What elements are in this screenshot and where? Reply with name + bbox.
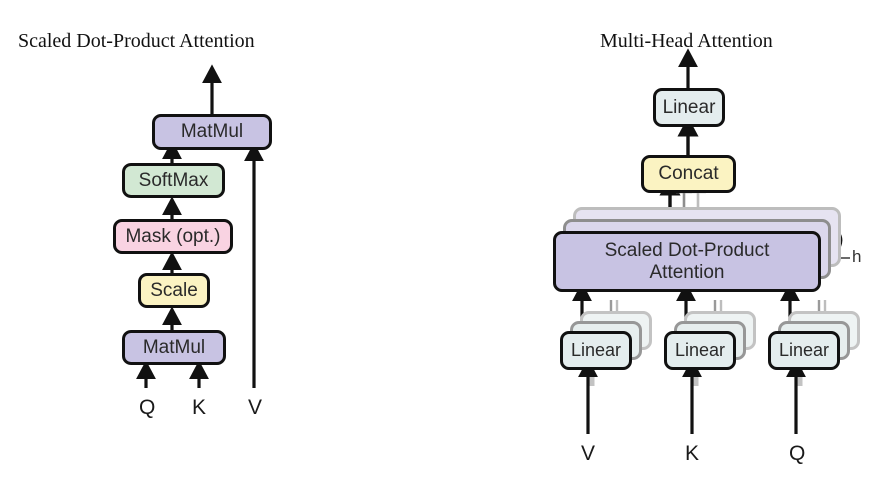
node-linear-q[interactable]: Linear — [768, 331, 840, 370]
node-scale[interactable]: Scale — [138, 273, 210, 308]
label-input-v: V — [581, 442, 596, 465]
node-linear-v[interactable]: Linear — [560, 331, 632, 370]
heads-count-label: h — [852, 247, 862, 266]
node-softmax[interactable]: SoftMax — [122, 163, 225, 198]
node-concat[interactable]: Concat — [641, 155, 736, 193]
node-scaled-dot-product-attention[interactable]: Scaled Dot-Product Attention — [553, 231, 821, 292]
node-matmul-top[interactable]: MatMul — [152, 114, 272, 150]
left-panel-arrows — [136, 64, 264, 388]
label-input-k: K — [192, 396, 207, 419]
left-panel-title: Scaled Dot-Product Attention — [18, 30, 255, 52]
node-mask-opt[interactable]: Mask (opt.) — [113, 219, 233, 254]
label-input-v: V — [248, 396, 263, 419]
label-input-k: K — [685, 442, 700, 465]
label-input-q: Q — [789, 442, 806, 465]
right-panel-title: Multi-Head Attention — [600, 30, 773, 52]
node-linear-out[interactable]: Linear — [653, 88, 725, 127]
node-linear-k[interactable]: Linear — [664, 331, 736, 370]
label-input-q: Q — [139, 396, 156, 419]
node-matmul-bottom[interactable]: MatMul — [122, 330, 226, 365]
